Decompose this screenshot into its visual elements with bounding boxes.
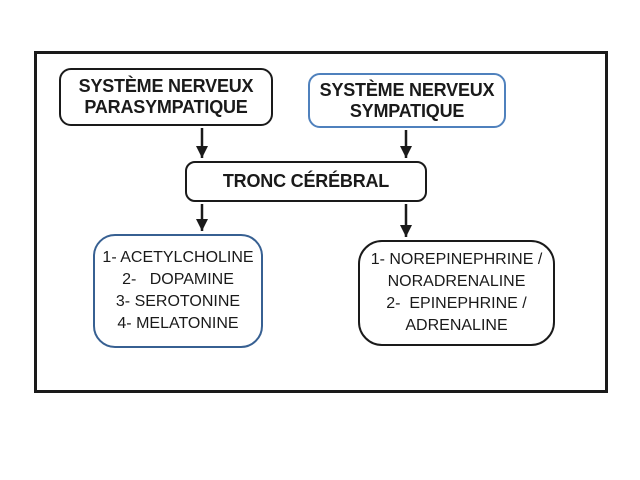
- list-item: 1- NOREPINEPHRINE /: [370, 251, 543, 268]
- node-systeme-nerveux-parasympatique: SYSTÈME NERVEUX PARASYMPATIQUE: [59, 68, 273, 126]
- list-item: 3- SEROTONINE: [115, 293, 241, 310]
- list-item: 4- MELATONINE: [117, 315, 239, 332]
- node-label-line: PARASYMPATIQUE: [84, 97, 248, 117]
- node-sympathetic-neurotransmitters: 1- NOREPINEPHRINE / NORADRENALINE 2- EPI…: [358, 240, 555, 346]
- node-systeme-nerveux-sympatique: SYSTÈME NERVEUX SYMPATIQUE: [308, 73, 506, 128]
- list-item: NORADRENALINE: [387, 273, 526, 290]
- node-label-line: SYMPATIQUE: [349, 100, 465, 121]
- node-label-line: SYSTÈME NERVEUX: [78, 76, 254, 96]
- list-item: 2- EPINEPHRINE /: [386, 295, 527, 312]
- node-label-line: SYSTÈME NERVEUX: [319, 79, 495, 100]
- list-item: 2- DOPAMINE: [122, 271, 234, 288]
- node-tronc-cerebral: TRONC CÉRÉBRAL: [185, 161, 427, 202]
- node-parasympathetic-neurotransmitters: 1- ACETYLCHOLINE 2- DOPAMINE 3- SEROTONI…: [93, 234, 263, 348]
- node-label: TRONC CÉRÉBRAL: [222, 171, 390, 191]
- list-item: ADRENALINE: [405, 317, 508, 334]
- list-item: 1- ACETYLCHOLINE: [102, 249, 254, 266]
